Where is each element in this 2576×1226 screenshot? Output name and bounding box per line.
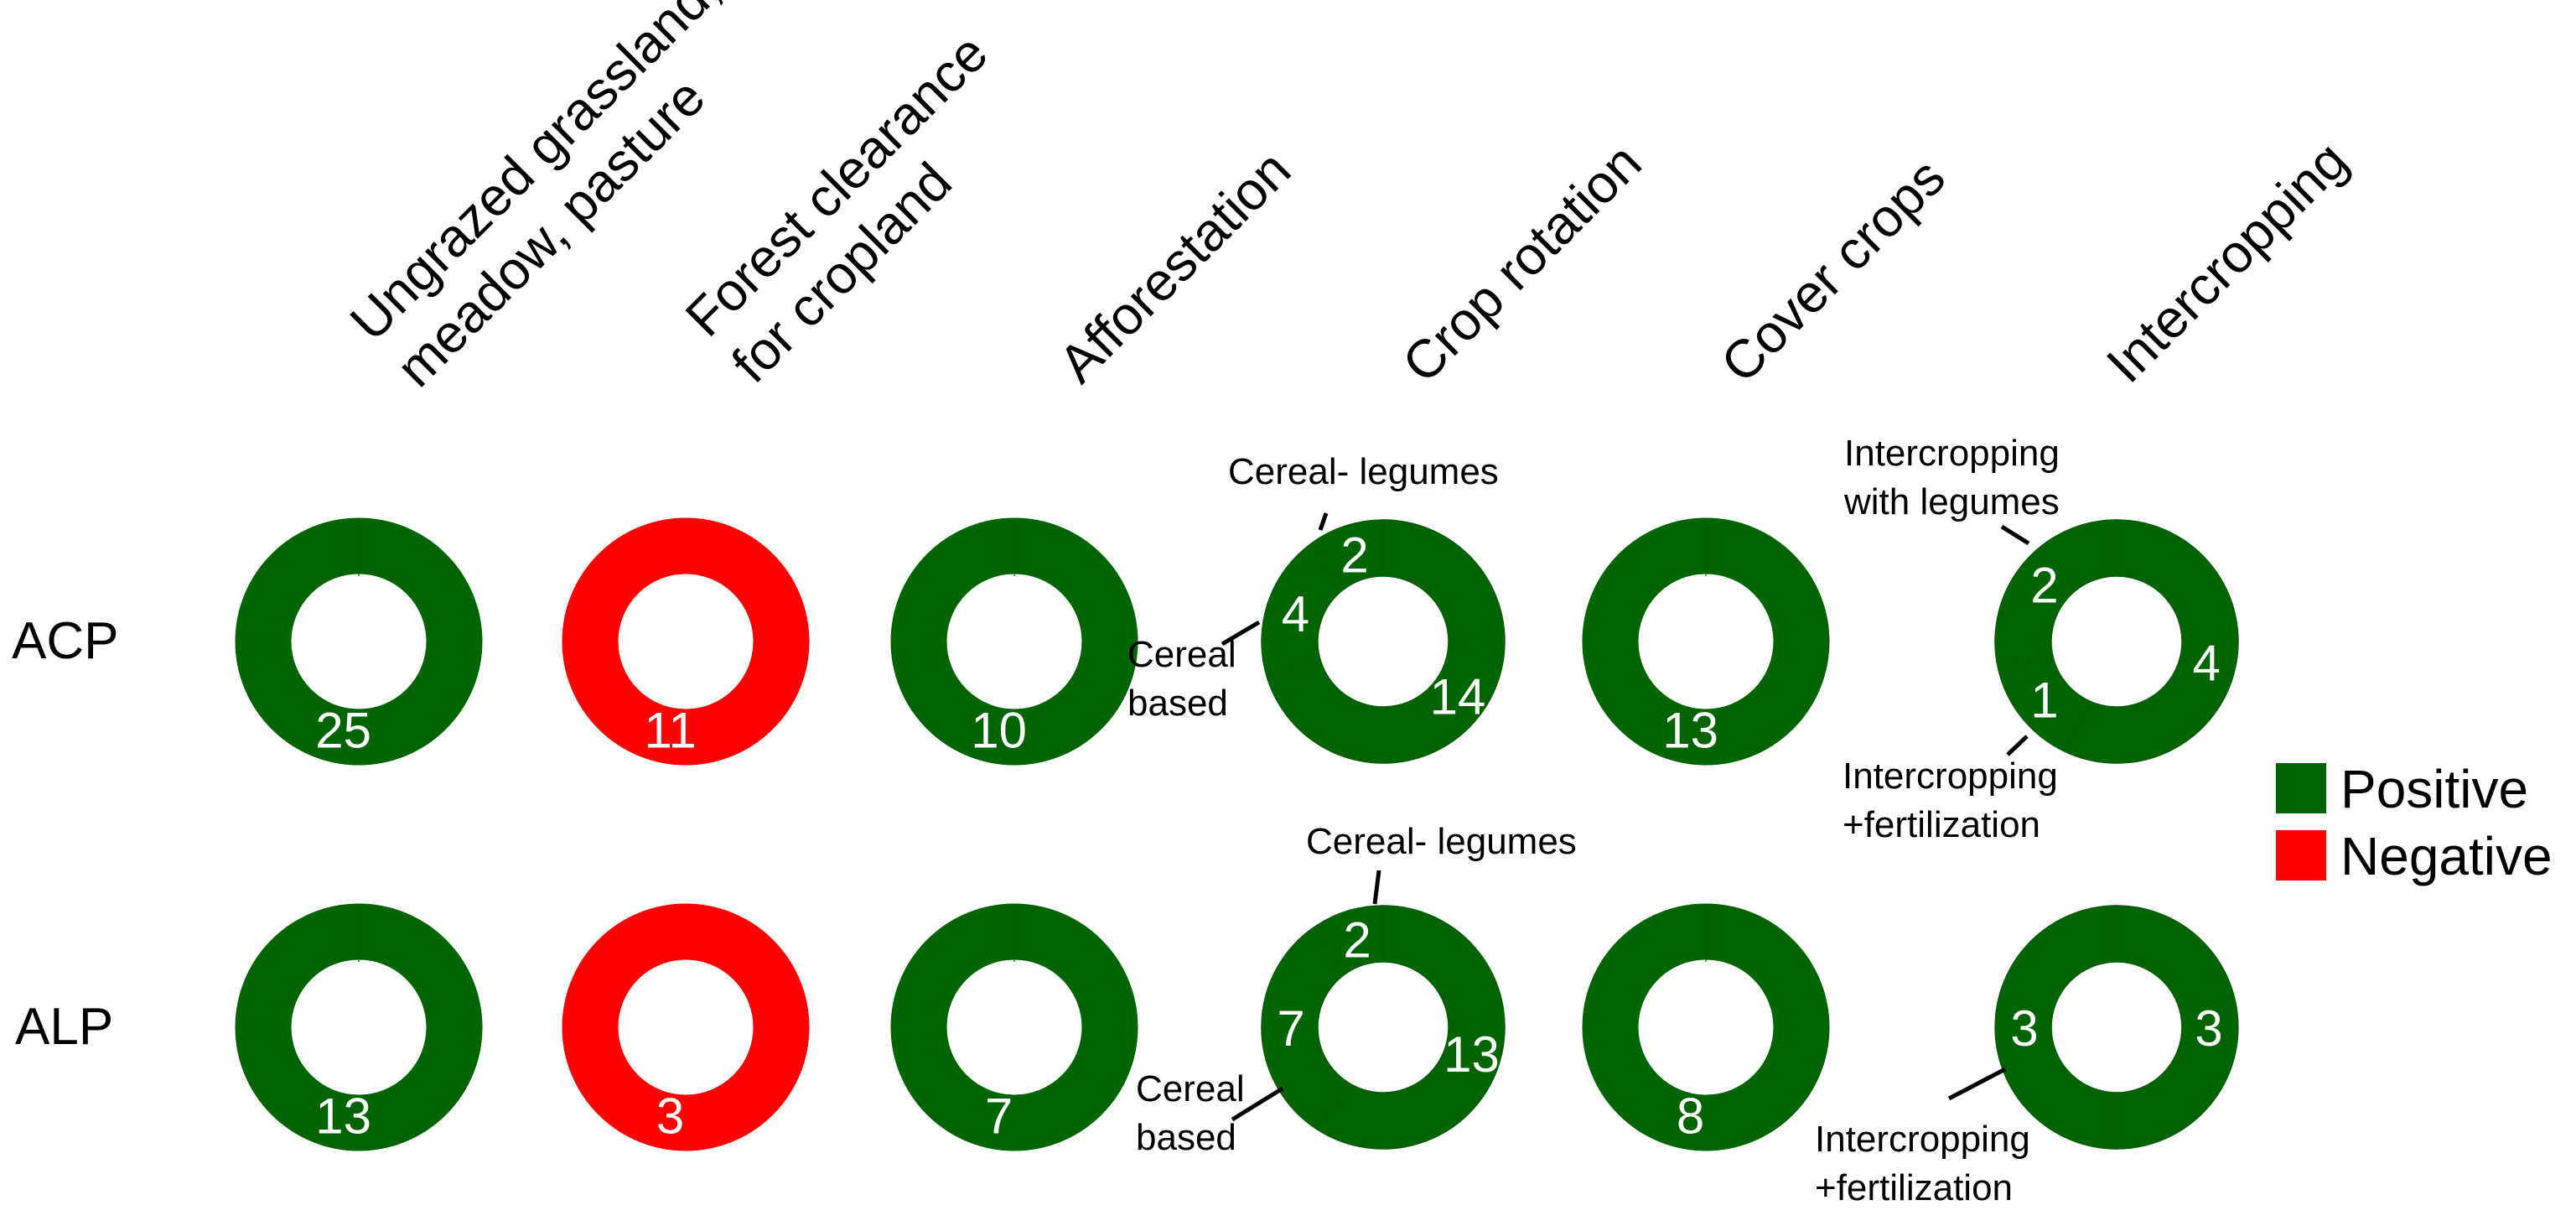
segment-value-label: 4 (2193, 635, 2221, 691)
segment-value-label: 2 (2030, 557, 2058, 613)
donut-segment (1261, 542, 1346, 680)
donut-segment (1267, 519, 1506, 764)
row-labels: ACP ALP (12, 612, 118, 1056)
donut: 13 (235, 903, 483, 1151)
segment-annotation: Intercropping+fertilization (1815, 1119, 2030, 1208)
donut: 10 (890, 517, 1138, 766)
donut-segment (562, 517, 810, 766)
segment-value-label: 1 (2030, 673, 2058, 729)
segment-annotation: Cereal- legumes (1228, 451, 1499, 492)
donut-segment (562, 903, 810, 1151)
segment-value-label: 11 (644, 702, 696, 758)
column-label: Intercropping (2095, 130, 2359, 394)
donut-segment (1316, 905, 1506, 1150)
segment-value-label: 3 (2010, 1000, 2038, 1057)
segment-value-label: 13 (1662, 702, 1718, 758)
donut-segment (2116, 905, 2239, 1150)
segment-annotation: Intercropping+fertilization (1843, 756, 2058, 845)
donut: 3 (562, 903, 810, 1151)
donut: 11 (562, 517, 810, 766)
donut-segment (2063, 519, 2239, 764)
segment-value-label: 8 (1677, 1088, 1704, 1144)
segment-value-label: 7 (985, 1088, 1013, 1144)
segment-annotation: Cereal- legumes (1306, 821, 1577, 862)
column-label-line: Ungrazed grassland, (339, 0, 732, 352)
donut: 13 (1582, 517, 1830, 766)
column-label: Forest clearancefor cropland (674, 23, 1045, 394)
annotation-leader-line (1947, 1067, 2007, 1101)
segment-value-label: 13 (315, 1088, 371, 1144)
donut-segment (1994, 519, 2117, 670)
annotation-leader-line (1318, 512, 1329, 531)
legend-swatch (2276, 830, 2326, 881)
annotation-leader-line (2006, 735, 2029, 756)
segment-value-label: 3 (2195, 1000, 2222, 1057)
row-label: ALP (15, 998, 113, 1056)
column-labels: Ungrazed grassland,meadow, pastureForest… (339, 0, 2359, 398)
segment-value-label: 10 (971, 702, 1027, 758)
legend-label: Positive (2340, 759, 2528, 819)
segment-value-label: 13 (1443, 1026, 1500, 1083)
column-label-line: Intercropping (2095, 130, 2359, 394)
segment-value-label: 25 (315, 702, 371, 758)
column-label: Afforestation (1047, 139, 1302, 394)
segment-value-label: 2 (1340, 527, 1368, 583)
segment-value-label: 7 (1277, 1000, 1304, 1057)
row-label: ACP (12, 612, 118, 670)
segment-value-label: 14 (1430, 669, 1486, 725)
donut-segment (1261, 923, 1349, 1131)
annotation-leader-line (2000, 524, 2030, 546)
segment-value-label: 3 (656, 1088, 684, 1144)
column-label-line: Afforestation (1047, 139, 1302, 394)
donut: 25 (235, 517, 483, 766)
donut: 7 (890, 903, 1138, 1151)
column-label-line: Crop rotation (1391, 132, 1653, 394)
legend-label: Negative (2340, 826, 2553, 886)
donut: 8 (1582, 903, 1830, 1151)
column-label-line: Cover crops (1709, 147, 1957, 394)
donut-segment (1994, 905, 2117, 1150)
donut-segment (1316, 905, 1384, 974)
annotation-leader-line (1372, 870, 1381, 905)
column-label: Cover crops (1709, 147, 1957, 394)
annotation-leader-line (1231, 1086, 1284, 1122)
segment-value-label: 4 (1282, 586, 1309, 642)
segment-value-label: 2 (1343, 912, 1371, 968)
legend-swatch (2276, 763, 2326, 813)
column-label: Crop rotation (1391, 132, 1653, 394)
annotation-leader-line (1221, 620, 1261, 647)
donut-segment (1310, 519, 1384, 590)
